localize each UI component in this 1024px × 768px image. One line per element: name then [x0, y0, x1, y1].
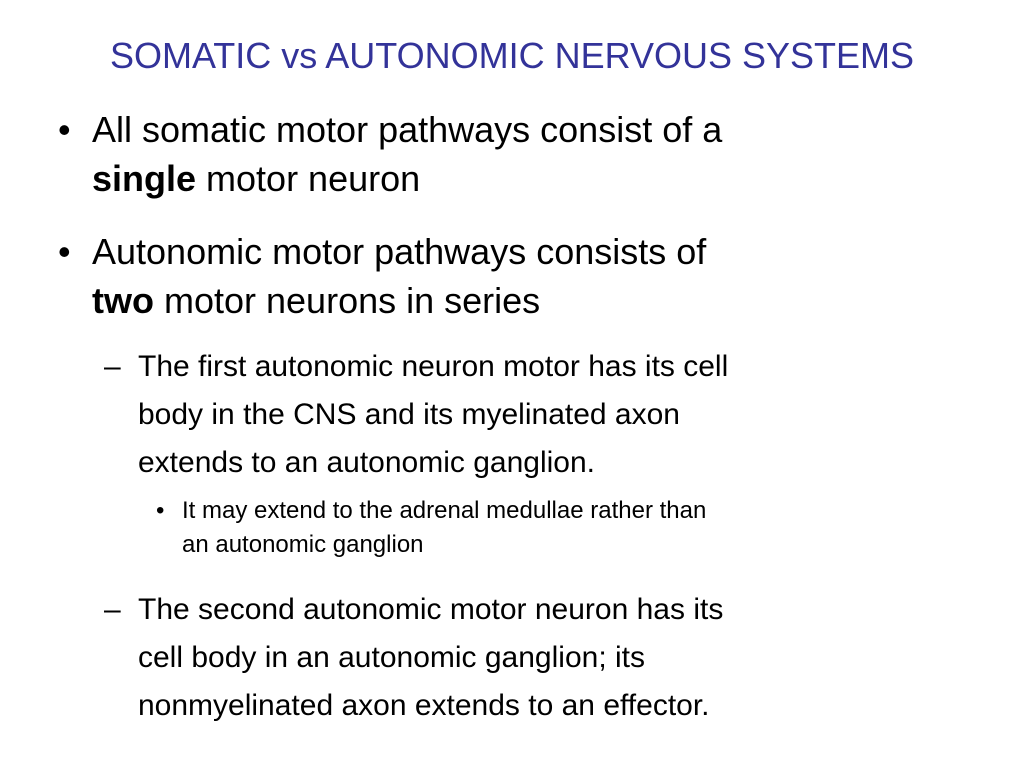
subbullet-text: The first autonomic neuron motor has its… [138, 343, 728, 487]
dash-marker: – [104, 593, 121, 626]
bullet-line: Autonomic motor pathways consists of [92, 231, 707, 272]
bullet-somatic-single-neuron: • All somatic motor pathways consist of … [58, 105, 722, 203]
subsubbullet-line: an autonomic ganglion [182, 531, 424, 558]
bullet-autonomic-two-neurons: • Autonomic motor pathways consists of t… [58, 227, 706, 325]
subbullet-text: The second autonomic motor neuron has it… [138, 586, 723, 730]
bullet-line: single motor neuron [92, 154, 722, 203]
subbullet-line: extends to an autonomic ganglion. [138, 446, 595, 479]
emphasis-text: two [92, 280, 154, 321]
subbullet-first-neuron: – The first autonomic neuron motor has i… [104, 343, 728, 487]
subbullet-line: The second autonomic motor neuron has it… [138, 593, 724, 626]
bullet-text: Autonomic motor pathways consists of two… [92, 227, 706, 325]
subbullet-line: The first autonomic neuron motor has its… [138, 350, 729, 383]
subsubbullet-text: It may extend to the adrenal medullae ra… [182, 494, 706, 562]
bullet-line: All somatic motor pathways consist of a [92, 109, 723, 150]
bullet-marker: • [156, 497, 165, 524]
subbullet-second-neuron: – The second autonomic motor neuron has … [104, 586, 723, 730]
bullet-marker: • [58, 231, 71, 272]
bullet-text: All somatic motor pathways consist of a … [92, 105, 722, 203]
bullet-line: two motor neurons in series [92, 276, 706, 325]
subbullet-line: cell body in an autonomic ganglion; its [138, 641, 645, 674]
slide-title: SOMATIC vs AUTONOMIC NERVOUS SYSTEMS [109, 35, 915, 76]
line-text: motor neurons in series [153, 280, 541, 321]
bullet-marker: • [58, 109, 71, 150]
subbullet-line: body in the CNS and its myelinated axon [138, 398, 680, 431]
line-text: motor neuron [196, 158, 421, 199]
subbullet-line: nonmyelinated axon extends to an effecto… [138, 689, 710, 722]
dash-marker: – [104, 350, 121, 383]
subsubbullet-adrenal-medullae: • It may extend to the adrenal medullae … [156, 494, 706, 562]
subsubbullet-line: It may extend to the adrenal medullae ra… [182, 497, 707, 524]
emphasis-text: single [92, 158, 197, 199]
